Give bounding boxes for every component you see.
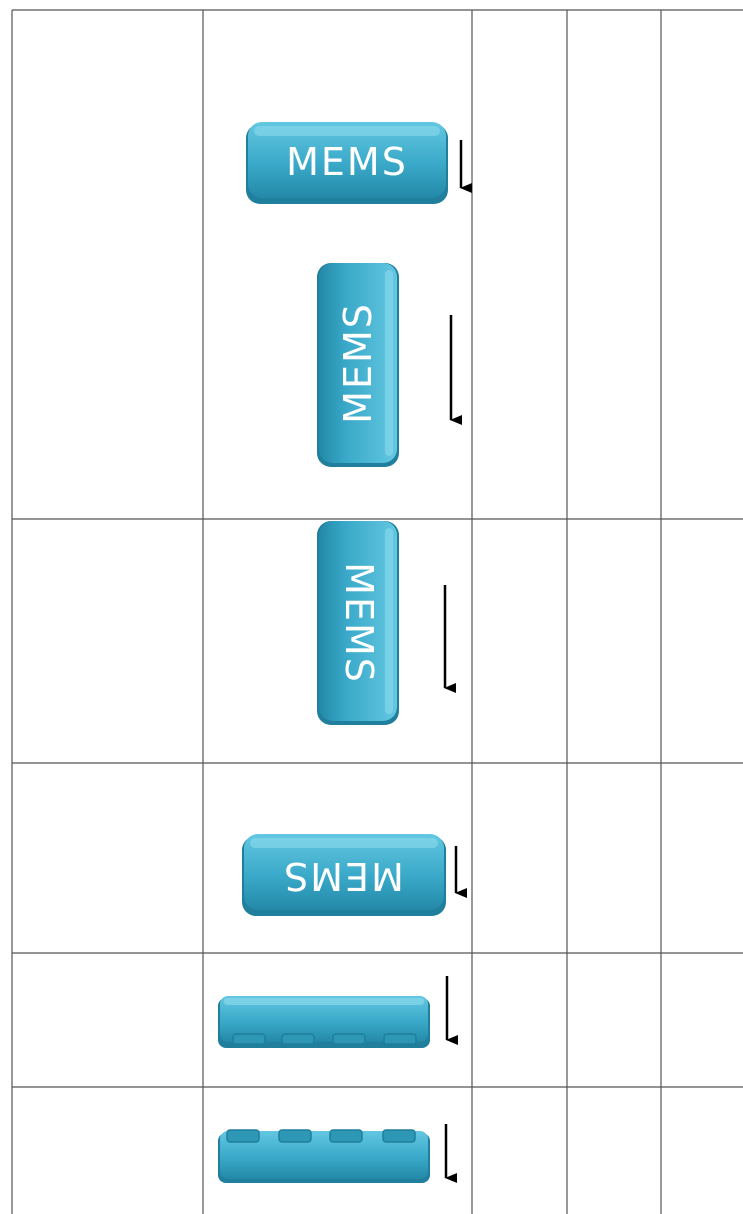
solder-pads xyxy=(226,1129,416,1143)
mems-side-view-pads-down xyxy=(218,996,430,1048)
mems-package-upright: MEMS xyxy=(246,122,448,204)
mems-label-rotated-ccw: MEMS xyxy=(336,302,380,424)
mems-label-rotated-cw: MEMS xyxy=(337,562,381,684)
table-grid xyxy=(11,9,743,1214)
mems-side-view-pads-up xyxy=(218,1129,430,1183)
mems-package-upside-down: MEMS xyxy=(242,834,446,916)
mems-label-upside-down: MEMS xyxy=(282,854,404,898)
mems-package-rotated-ccw: MEMS xyxy=(317,263,399,467)
mems-label-upright: MEMS xyxy=(286,140,408,184)
mems-package-rotated-cw: MEMS xyxy=(317,521,399,725)
solder-pads xyxy=(232,1033,417,1045)
